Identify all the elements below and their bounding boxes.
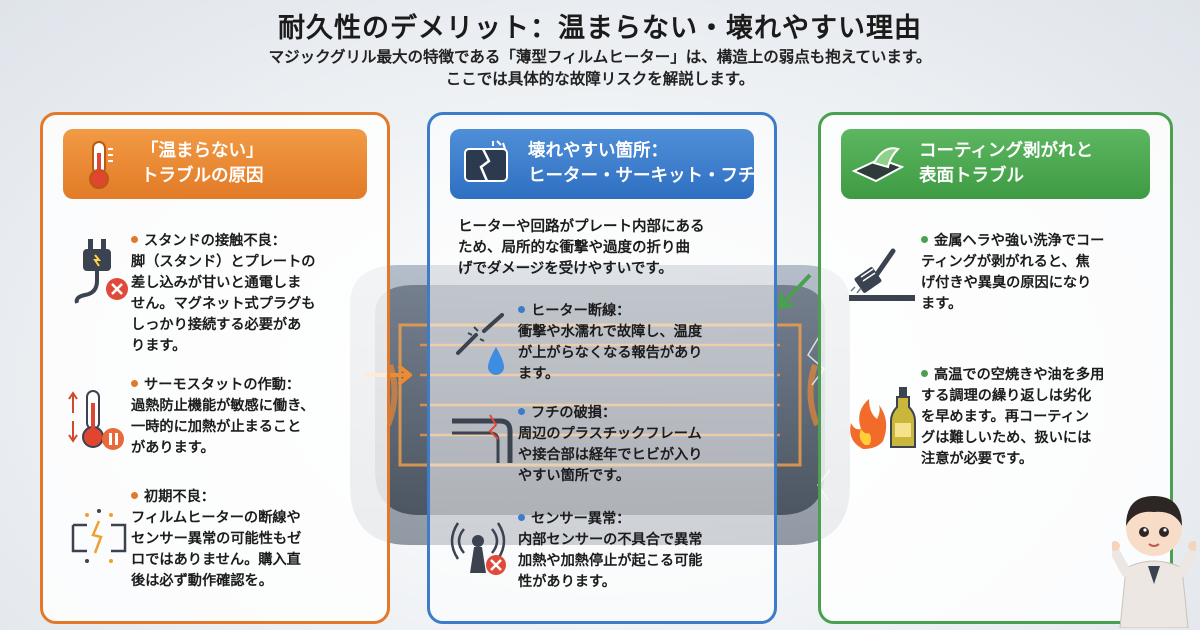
- item-text: 加熱や加熱停止が起こる可能: [518, 553, 703, 569]
- item-text: 内部センサーの不具合で異常: [518, 532, 703, 548]
- sensor-error-icon: [450, 522, 506, 575]
- panel-heading: 「温まらない」 トラブルの原因: [63, 129, 367, 199]
- item-text: 周辺のプラスチックフレーム: [518, 426, 702, 442]
- item-heading: 初期不良：: [144, 489, 215, 505]
- presenter-character: [1112, 496, 1196, 628]
- subtitle-line: ここでは具体的な故障リスクを解説します。: [445, 70, 755, 88]
- thermostat-pause-icon: [68, 390, 124, 450]
- subtitle-line: マジックグリル最大の特徴である「薄型フィルムヒーター」は、構造上の弱点も抱えてい…: [268, 48, 932, 66]
- item-heading: フチの破損：: [531, 405, 617, 421]
- item-text: 注意が必要です。: [921, 451, 1034, 467]
- panel-heading: 壊れやすい箇所： ヒーター・サーキット・フチ: [450, 129, 756, 199]
- item-text: や接合部は経年でヒビが入り: [518, 447, 703, 463]
- panel-heading: コーティング剥がれと 表面トラブル: [841, 129, 1150, 199]
- thermometer-icon: [71, 136, 127, 192]
- panel-fragile-parts: 壊れやすい箇所： ヒーター・サーキット・フチ ヒーターや回路がプレート内部にある…: [427, 112, 777, 624]
- item-text: ます。: [518, 366, 560, 382]
- broken-circuit-icon: [71, 509, 127, 563]
- panel-coating-peeling: コーティング剥がれと 表面トラブル 金属ヘラや強い洗浄でコー ティングが剥がれる…: [818, 112, 1173, 624]
- item-text: が上がらなくなる報告があり: [518, 345, 703, 361]
- item-text: げ付きや異臭の原因になり: [921, 275, 1092, 291]
- panel-heading-line: 壊れやすい箇所：: [528, 141, 668, 161]
- item-text: 差し込みが甘いと通電しま: [131, 275, 302, 291]
- item-text: 高温での空焼きや油を多用: [934, 367, 1105, 383]
- item-heading: センサー異常：: [531, 511, 631, 527]
- item-text: せん。マグネット式プラグも: [131, 296, 316, 312]
- item-text: フィルムヒーターの断線や: [131, 510, 301, 526]
- item-text: 金属ヘラや強い洗浄でコー: [934, 233, 1105, 249]
- panel-heading-line: コーティング剥がれと: [919, 141, 1093, 161]
- item-text: 後は必ず動作確認を。: [131, 573, 273, 589]
- item-text: センサー異常の可能性もゼ: [131, 531, 302, 547]
- item-text: する調理の繰り返しは劣化: [921, 388, 1092, 404]
- item-text: グは難しいため、扱いには: [921, 430, 1092, 446]
- item-heading: ヒーター断線：: [531, 303, 631, 319]
- item-text: ティングが剥がれると、焦: [921, 254, 1090, 270]
- page-subtitle: マジックグリル最大の特徴である「薄型フィルムヒーター」は、構造上の弱点も抱えてい…: [0, 46, 1200, 90]
- item-text: 脚（スタンド）とプレートの: [131, 254, 316, 270]
- page-title: 耐久性のデメリット：温まらない・壊れやすい理由: [278, 13, 922, 44]
- intro-line: ため、局所的な衝撃や過度の折り曲: [458, 240, 690, 256]
- item-text: しっかり接続する必要があ: [131, 317, 302, 333]
- peeling-coating-icon: [849, 136, 905, 192]
- item-text: 過熱防止機能が敏感に働き、: [131, 398, 315, 414]
- item-heading: スタンドの接触不良：: [144, 233, 286, 249]
- item-text: があります。: [131, 440, 215, 456]
- cracked-plate-icon: [458, 136, 514, 192]
- panel-intro: ヒーターや回路がプレート内部にある ため、局所的な衝撃や過度の折り曲 げでダメー…: [458, 217, 705, 280]
- item-text: 衝撃や水濡れで故障し、温度: [518, 324, 703, 340]
- panel-heading-line: 「温まらない」: [141, 141, 264, 161]
- fire-oil-icon: [850, 387, 916, 449]
- panel-heading-line: ヒーター・サーキット・フチ: [528, 166, 756, 186]
- intro-line: げでダメージを受けやすいです。: [458, 261, 673, 277]
- item-text: ロではありません。購入直: [131, 552, 301, 568]
- panel-heading-line: トラブルの原因: [141, 166, 264, 186]
- panel-not-heating: 「温まらない」 トラブルの原因 スタンドの接触不良： 脚（スタンド）とプレートの…: [40, 112, 390, 624]
- item-heading: サーモスタットの作動：: [144, 377, 301, 393]
- item-text: を早めます。再コーティン: [921, 409, 1089, 425]
- item-text: 性があります。: [518, 574, 616, 590]
- cracked-edge-icon: [452, 414, 513, 463]
- intro-line: ヒーターや回路がプレート内部にある: [458, 219, 705, 235]
- item-text: ます。: [921, 296, 963, 312]
- item-text: やすい箇所です。: [518, 468, 631, 484]
- broken-wire-water-icon: [456, 313, 504, 375]
- plug-error-icon: [74, 239, 128, 304]
- item-text: ります。: [131, 338, 187, 354]
- item-text: 一時的に加熱が止まること: [131, 419, 302, 435]
- panel-heading-line: 表面トラブル: [919, 166, 1024, 186]
- spatula-icon: [849, 248, 915, 301]
